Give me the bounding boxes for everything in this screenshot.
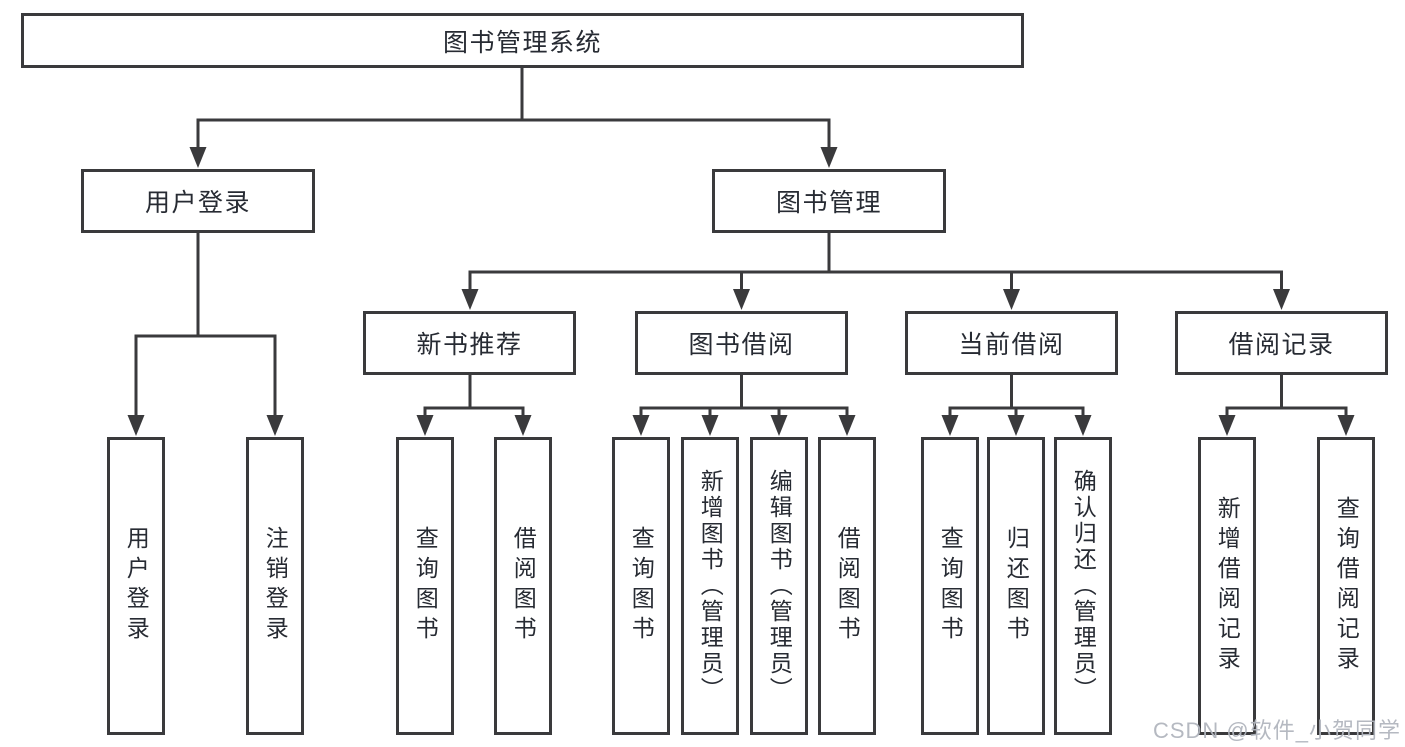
leaf-confirm-return-admin: 确认归还（管理员） xyxy=(1054,437,1112,735)
node-label: 注销登录 xyxy=(262,526,289,646)
leaf-return-book: 归还图书 xyxy=(987,437,1045,735)
leaf-query-book-current: 查询图书 xyxy=(921,437,979,735)
node-label: 确认归还（管理员） xyxy=(1070,469,1097,703)
node-label: 新增借阅记录 xyxy=(1214,496,1241,676)
node-root: 图书管理系统 xyxy=(21,13,1024,68)
node-label: 新书推荐 xyxy=(416,331,523,359)
leaf-query-book-recommend: 查询图书 xyxy=(396,437,454,735)
node-label: 用户登录 xyxy=(123,526,150,646)
node-label: 查询图书 xyxy=(412,526,439,646)
node-new-book-recommend: 新书推荐 xyxy=(363,311,576,375)
node-label: 当前借阅 xyxy=(958,331,1065,359)
leaf-user-login: 用户登录 xyxy=(107,437,165,735)
leaf-edit-book-admin: 编辑图书（管理员） xyxy=(750,437,808,735)
leaf-query-borrow-record: 查询借阅记录 xyxy=(1317,437,1375,735)
node-label: 编辑图书（管理员） xyxy=(766,469,793,703)
node-current-borrow: 当前借阅 xyxy=(905,311,1118,375)
leaf-add-borrow-record: 新增借阅记录 xyxy=(1198,437,1256,735)
node-label: 图书管理系统 xyxy=(442,28,602,57)
node-label: 查询图书 xyxy=(937,526,964,646)
node-label: 新增图书（管理员） xyxy=(697,469,724,703)
node-book-borrow: 图书借阅 xyxy=(635,311,848,375)
node-user-login: 用户登录 xyxy=(81,169,315,233)
leaf-add-book-admin: 新增图书（管理员） xyxy=(681,437,739,735)
leaf-logout: 注销登录 xyxy=(246,437,304,735)
leaf-borrow-book: 借阅图书 xyxy=(818,437,876,735)
node-label: 查询借阅记录 xyxy=(1333,496,1360,676)
leaf-query-book-borrow: 查询图书 xyxy=(612,437,670,735)
node-book-management: 图书管理 xyxy=(712,169,946,233)
node-label: 图书管理 xyxy=(775,189,882,217)
node-label: 借阅图书 xyxy=(834,526,861,646)
csdn-watermark: CSDN @软件_小贺同学 xyxy=(1152,718,1401,743)
node-label: 归还图书 xyxy=(1003,526,1030,646)
node-label: 图书借阅 xyxy=(688,331,795,359)
leaf-borrow-book-recommend: 借阅图书 xyxy=(494,437,552,735)
node-borrow-records: 借阅记录 xyxy=(1175,311,1388,375)
node-label: 借阅图书 xyxy=(510,526,537,646)
node-label: 查询图书 xyxy=(628,526,655,646)
node-label: 用户登录 xyxy=(144,189,251,217)
node-label: 借阅记录 xyxy=(1228,331,1335,359)
